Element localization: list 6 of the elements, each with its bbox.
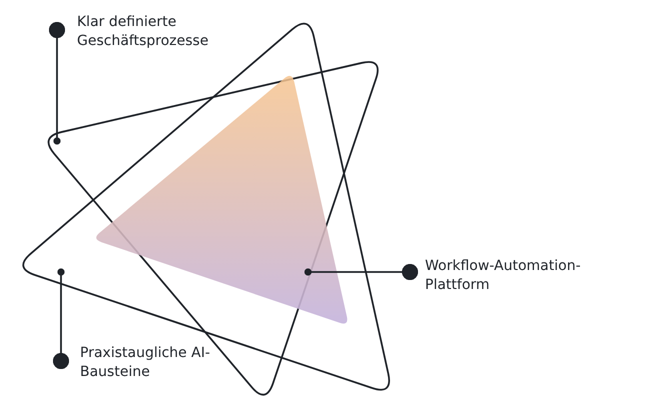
- leader-line: [48, 22, 66, 145]
- callout-label: Workflow-Automation-Plattform: [425, 257, 635, 295]
- callout-label: Klar definierte Geschäftsprozesse: [77, 13, 277, 51]
- leader-line: [304, 264, 418, 280]
- callout-label: Praxistaugliche AI-Bausteine: [80, 344, 230, 382]
- leader-line: [52, 268, 70, 370]
